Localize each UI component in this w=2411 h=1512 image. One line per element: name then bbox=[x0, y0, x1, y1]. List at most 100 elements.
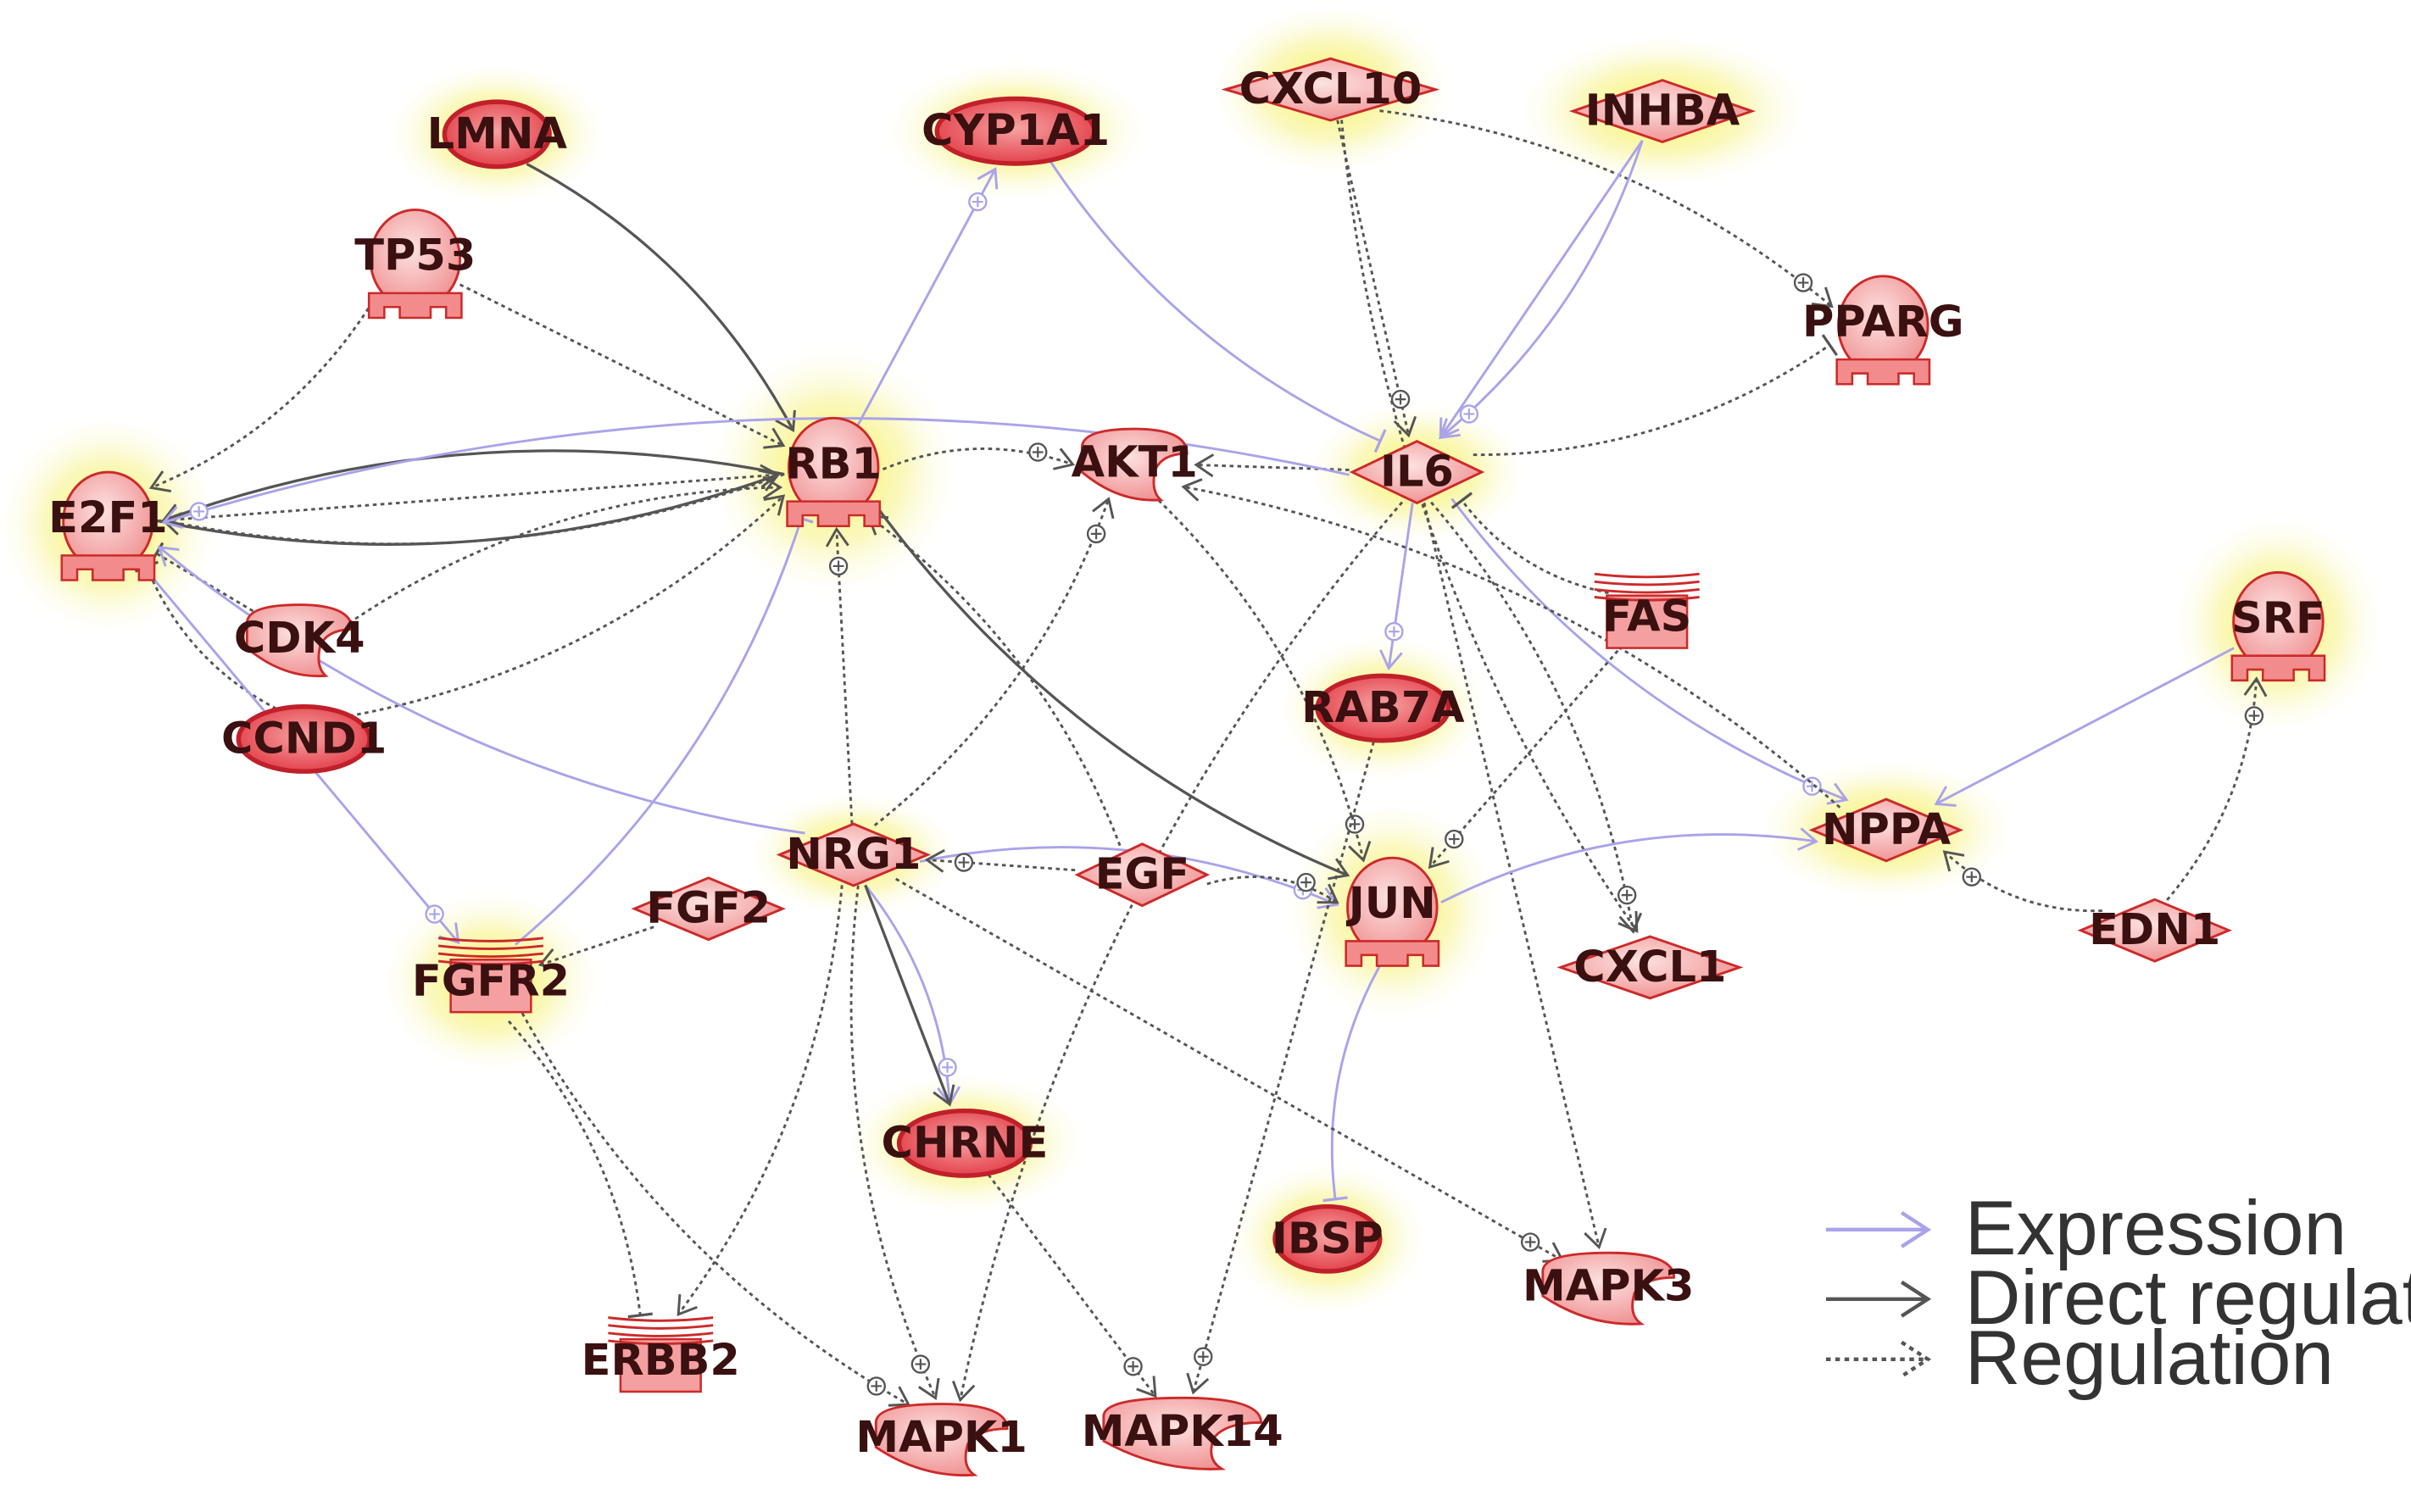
node-fas[interactable]: FAS bbox=[1594, 572, 1700, 649]
node-label-egf: EGF bbox=[1095, 850, 1189, 900]
kinase-icon bbox=[1541, 1251, 1676, 1326]
edge-akt1-jun bbox=[1151, 493, 1372, 863]
node-cyp1a1[interactable]: CYP1A1 bbox=[922, 96, 1110, 166]
diamond-cytokine-icon bbox=[1808, 798, 1964, 863]
edge-rb1-cyp1a1 bbox=[856, 167, 999, 426]
ellipse-gene-icon bbox=[1315, 673, 1451, 743]
arrowhead-icon bbox=[1811, 286, 1834, 309]
node-label-il6: IL6 bbox=[1380, 447, 1454, 498]
node-edn1[interactable]: EDN1 bbox=[2077, 898, 2232, 963]
arrowhead-icon bbox=[148, 470, 172, 493]
arrowhead-icon bbox=[1797, 827, 1819, 851]
edge-nrg1-akt1 bbox=[873, 497, 1115, 827]
edge-rb1-e2f1 bbox=[161, 449, 785, 526]
node-label-inhba: INHBA bbox=[1585, 86, 1740, 136]
legend-regulation-label: Regulation bbox=[1965, 1315, 2334, 1401]
node-label-lmna: LMNA bbox=[427, 109, 568, 159]
node-label-pparg: PPARG bbox=[1802, 297, 1964, 347]
arrowhead-icon bbox=[917, 1377, 940, 1401]
node-ibsp[interactable]: IBSP bbox=[1272, 1203, 1384, 1274]
node-egf[interactable]: EGF bbox=[1074, 842, 1211, 908]
arrowhead-icon bbox=[1092, 497, 1115, 520]
transcription-factor-icon bbox=[367, 208, 463, 320]
legend-regulation-arrow-icon bbox=[1900, 1340, 1932, 1378]
transcription-factor-icon bbox=[786, 416, 882, 528]
legend-expression-label: Expression bbox=[1965, 1186, 2347, 1271]
node-fgf2[interactable]: FGF2 bbox=[631, 876, 786, 942]
edge-nrg1-erbb2 bbox=[677, 885, 844, 1316]
legend: Expression Direct regulation Regulation bbox=[1825, 1186, 2411, 1401]
node-akt1[interactable]: AKT1 bbox=[1072, 427, 1198, 502]
node-rb1[interactable]: RB1 bbox=[785, 416, 882, 528]
edge-lmna-rb1 bbox=[526, 163, 796, 433]
transcription-factor-icon bbox=[2230, 570, 2326, 682]
node-label-cxcl10: CXCL10 bbox=[1239, 64, 1423, 114]
node-ccnd1[interactable]: CCND1 bbox=[221, 704, 387, 774]
edge-cdk4-rb1 bbox=[348, 475, 783, 625]
edge-nrg1-rb1 bbox=[825, 526, 854, 825]
edge-inhba-il6 bbox=[1439, 140, 1644, 440]
node-label-cdk4: CDK4 bbox=[234, 614, 365, 664]
arrowhead-icon bbox=[1181, 478, 1203, 502]
legend-direct-label: Direct regulation bbox=[1965, 1255, 2411, 1341]
node-cxcl10[interactable]: CXCL10 bbox=[1221, 57, 1440, 122]
edge-nrg1-mapk1 bbox=[849, 885, 940, 1401]
edge-il6-pparg bbox=[1473, 334, 1838, 457]
edge-nppa-akt1 bbox=[1181, 478, 1841, 809]
diamond-cytokine-icon bbox=[631, 876, 786, 942]
arrowhead-icon bbox=[537, 948, 560, 971]
edge-nrg1-chrne bbox=[864, 884, 955, 1107]
node-e2f1[interactable]: E2F1 bbox=[48, 470, 168, 581]
node-label-fgf2: FGF2 bbox=[646, 884, 771, 934]
diamond-cytokine-icon bbox=[2077, 898, 2232, 963]
transcription-factor-icon bbox=[1345, 856, 1440, 967]
arrowhead-icon bbox=[762, 475, 783, 500]
node-mapk1[interactable]: MAPK1 bbox=[855, 1403, 1027, 1477]
inhibition-tee-icon bbox=[1821, 334, 1838, 357]
arrowhead-icon bbox=[1584, 1227, 1607, 1250]
node-nrg1[interactable]: NRG1 bbox=[776, 822, 932, 887]
ellipse-gene-icon bbox=[934, 96, 1097, 166]
node-label-ccnd1: CCND1 bbox=[221, 714, 387, 764]
node-srf[interactable]: SRF bbox=[2230, 570, 2326, 682]
node-nppa[interactable]: NPPA bbox=[1808, 798, 1964, 863]
node-label-nppa: NPPA bbox=[1822, 805, 1952, 855]
node-lmna[interactable]: LMNA bbox=[427, 99, 568, 170]
arrowhead-icon bbox=[763, 494, 786, 516]
edge-cyp1a1-il6 bbox=[1048, 158, 1387, 453]
node-label-erbb2: ERBB2 bbox=[582, 1336, 740, 1386]
legend-regulation: Regulation bbox=[1825, 1315, 2334, 1401]
node-mapk3[interactable]: MAPK3 bbox=[1523, 1251, 1695, 1326]
node-mapk14[interactable]: MAPK14 bbox=[1082, 1396, 1283, 1470]
arrowhead-icon bbox=[758, 469, 781, 492]
kinase-icon bbox=[874, 1403, 1009, 1477]
node-tp53[interactable]: TP53 bbox=[354, 208, 476, 320]
arrowhead-icon bbox=[1186, 1372, 1210, 1395]
edge-ccnd1-rb1 bbox=[348, 494, 786, 718]
node-erbb2[interactable]: ERBB2 bbox=[582, 1316, 740, 1393]
node-pparg[interactable]: PPARG bbox=[1802, 275, 1964, 386]
node-label-ibsp: IBSP bbox=[1272, 1214, 1384, 1264]
node-label-fgfr2: FGFR2 bbox=[412, 956, 570, 1006]
kinase-icon bbox=[1080, 427, 1189, 502]
node-rab7a[interactable]: RAB7A bbox=[1301, 673, 1465, 743]
edge-cxcl10-cxcl1 bbox=[1340, 120, 1639, 933]
node-cxcl1[interactable]: CXCL1 bbox=[1556, 935, 1744, 1000]
node-fgfr2[interactable]: FGFR2 bbox=[412, 937, 570, 1014]
arrowhead-icon bbox=[1942, 850, 1965, 872]
node-cdk4[interactable]: CDK4 bbox=[234, 603, 365, 678]
node-jun[interactable]: JUN bbox=[1345, 856, 1440, 967]
diamond-cytokine-icon bbox=[1556, 935, 1744, 1000]
edge-fgfr2-erbb2 bbox=[507, 1020, 653, 1319]
node-chrne[interactable]: CHRNE bbox=[882, 1108, 1049, 1178]
arrowhead-icon bbox=[933, 1084, 955, 1107]
legend-direct-arrow-icon bbox=[1900, 1280, 1932, 1318]
edge-fas-il6 bbox=[1450, 492, 1609, 595]
legend-expression: Expression bbox=[1825, 1186, 2347, 1271]
node-il6[interactable]: IL6 bbox=[1349, 440, 1485, 505]
edge-chrne-mapk14 bbox=[987, 1174, 1157, 1398]
arrowhead-icon bbox=[1934, 786, 1957, 807]
edge-il6-mapk3 bbox=[1423, 502, 1607, 1250]
node-inhba[interactable]: INHBA bbox=[1568, 79, 1757, 144]
